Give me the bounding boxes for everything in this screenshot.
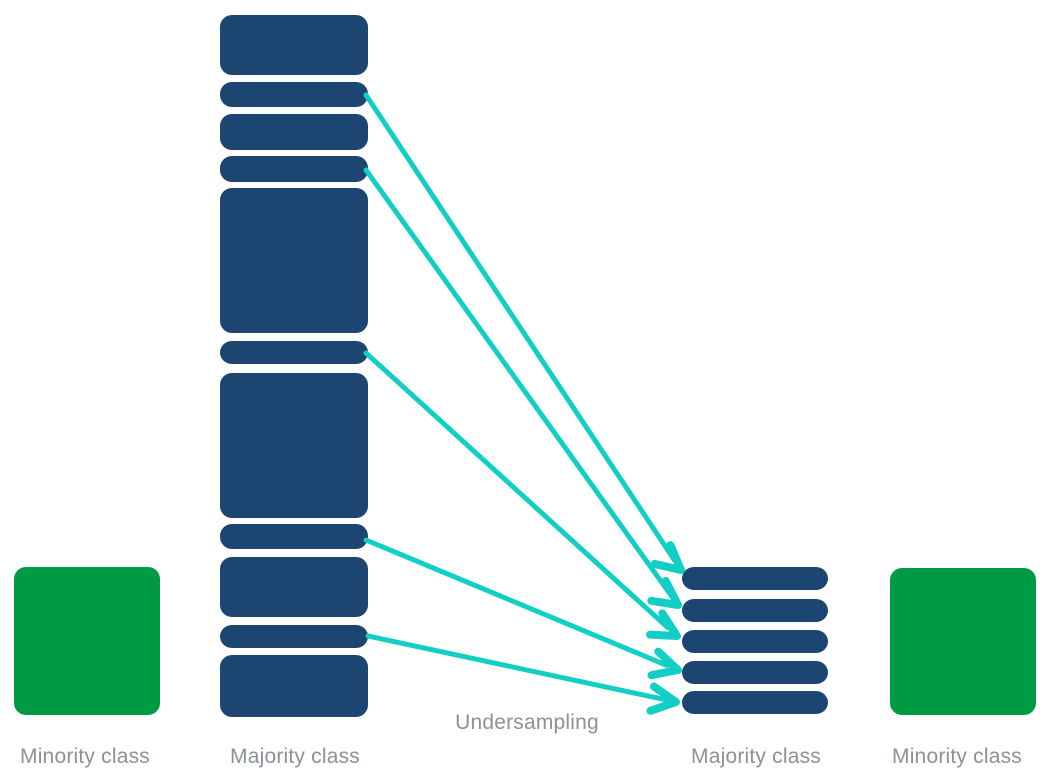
label-majority-class-left: Majority class	[230, 745, 360, 768]
majority-class-bar-resampled	[682, 567, 828, 590]
undersampling-arrow-shaft	[365, 633, 667, 702]
undersampling-arrowhead-icon	[647, 647, 682, 680]
majority-class-block	[220, 15, 368, 75]
majority-class-bar-resampled	[682, 630, 828, 653]
label-minority-class-left: Minority class	[20, 745, 150, 768]
label-majority-class-right: Majority class	[691, 745, 821, 768]
undersampling-arrow-shaft	[363, 167, 674, 598]
majority-class-block	[220, 655, 368, 717]
majority-class-block-sampled	[220, 341, 368, 364]
undersampling-arrowhead-icon	[650, 541, 685, 574]
minority-class-square-right	[890, 568, 1036, 715]
majority-class-block-sampled	[220, 524, 368, 549]
majority-class-block	[220, 114, 368, 150]
undersampling-arrowhead-icon	[647, 576, 682, 609]
majority-class-block-sampled	[220, 156, 368, 182]
label-minority-class-right: Minority class	[892, 745, 1022, 768]
undersampling-arrowhead-icon	[646, 682, 680, 715]
majority-class-block	[220, 188, 368, 333]
label-undersampling-caption: Undersampling	[455, 711, 599, 734]
majority-class-block	[220, 557, 368, 617]
majority-class-bar-resampled	[682, 661, 828, 684]
undersampling-arrow-shaft	[363, 350, 671, 631]
majority-class-block	[220, 373, 368, 518]
majority-class-block-sampled	[220, 625, 368, 648]
undersampling-arrowhead-icon	[646, 609, 681, 640]
majority-class-block-sampled	[220, 82, 368, 107]
undersampling-arrow-shaft	[363, 92, 677, 563]
majority-class-bar-resampled	[682, 691, 828, 714]
undersampling-arrow-shaft	[363, 537, 670, 668]
majority-class-bar-resampled	[682, 599, 828, 622]
minority-class-square-left	[14, 567, 160, 715]
